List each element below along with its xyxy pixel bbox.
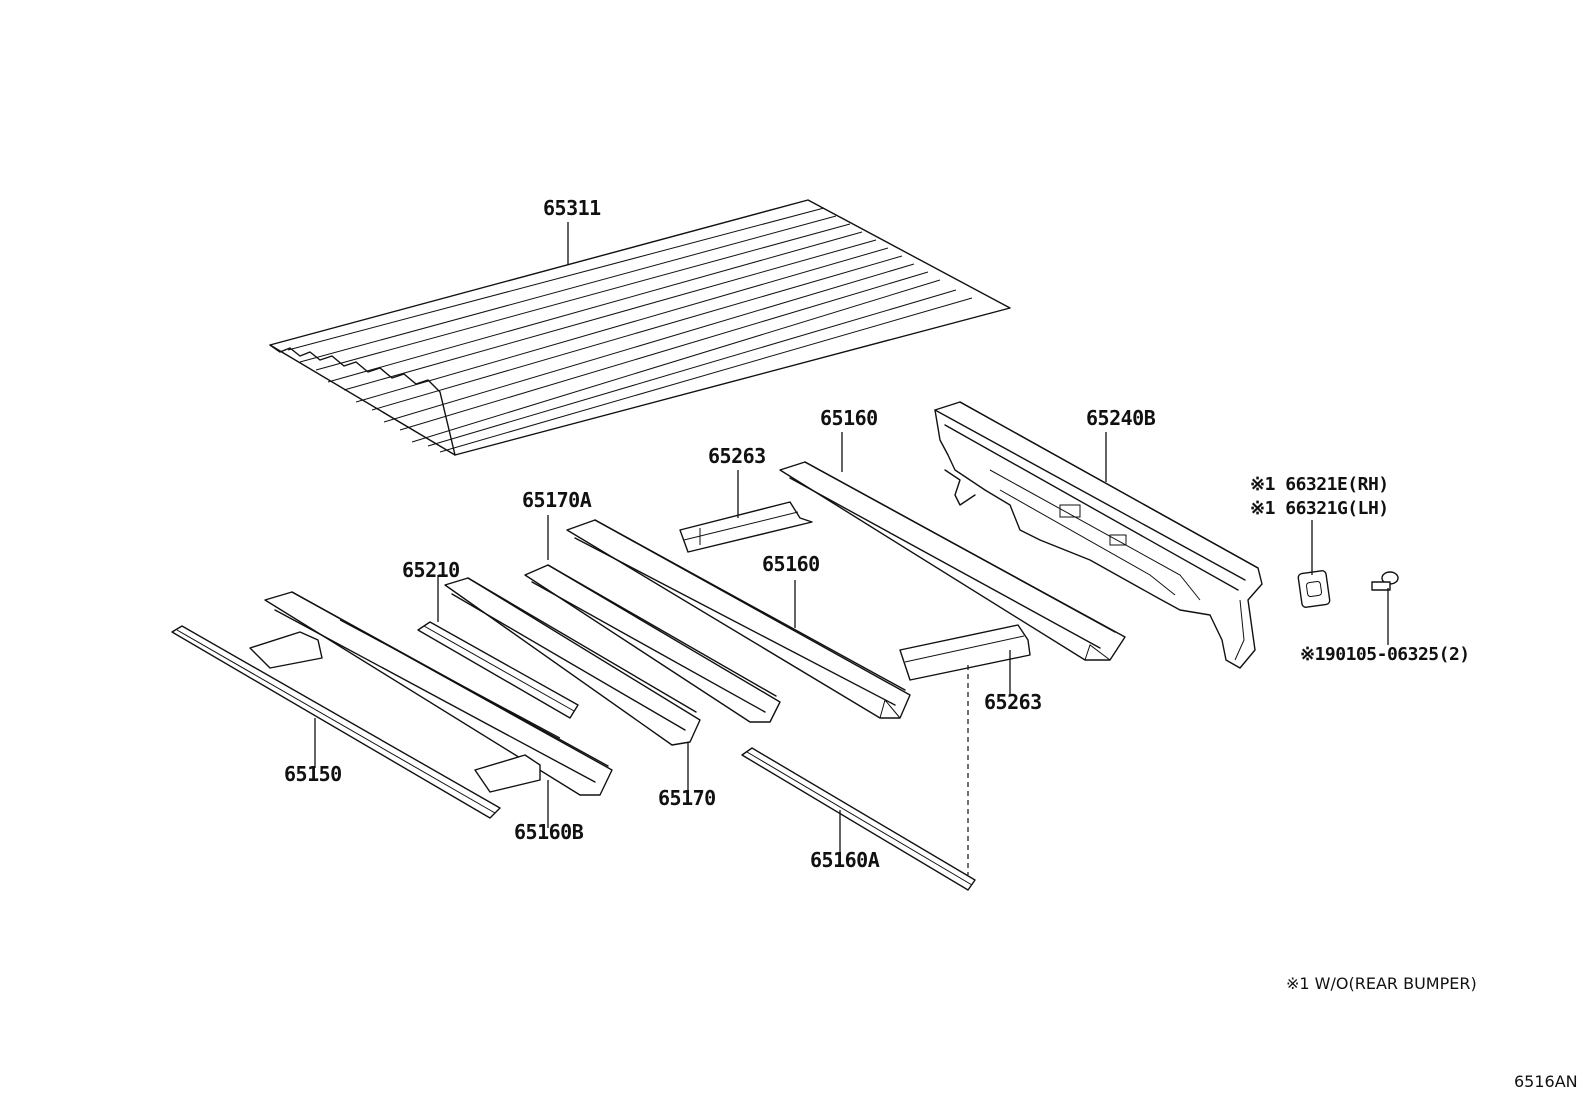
label-65311[interactable]: 65311	[543, 196, 601, 220]
part-65160-upper-crossmember[interactable]	[779, 461, 1126, 661]
label-65160B[interactable]: 65160B	[514, 820, 584, 844]
label-65240B[interactable]: 65240B	[1086, 406, 1156, 430]
part-65263-upper-bracket[interactable]	[679, 501, 813, 553]
part-65311-floor-panel[interactable]	[269, 199, 1011, 456]
label-66321G[interactable]: ※1 66321G(LH)	[1250, 498, 1389, 519]
part-65150-crossmember[interactable]	[171, 625, 501, 819]
part-65263-lower-bracket[interactable]	[899, 624, 1031, 681]
label-65150[interactable]: 65150	[284, 762, 342, 786]
part-65240B-rear-sill[interactable]	[934, 401, 1263, 669]
part-90105-bolt[interactable]	[1371, 571, 1399, 591]
part-65210-crossmember[interactable]	[417, 621, 579, 719]
part-65160A-crossmember[interactable]	[741, 747, 976, 891]
part-65170A-crossmember[interactable]	[566, 519, 911, 719]
label-65263-top[interactable]: 65263	[708, 444, 766, 468]
label-65160-top[interactable]: 65160	[820, 406, 878, 430]
diagram-code: 6516AN	[1514, 1072, 1578, 1091]
label-65263-bot[interactable]: 65263	[984, 690, 1042, 714]
label-65170[interactable]: 65170	[658, 786, 716, 810]
label-90105[interactable]: ※190105-06325(2)	[1300, 644, 1470, 665]
part-66321-rubber-pad[interactable]	[1297, 570, 1331, 608]
part-65160B-crossmember[interactable]	[249, 591, 613, 796]
label-65170A[interactable]: 65170A	[522, 488, 592, 512]
label-65210[interactable]: 65210	[402, 558, 460, 582]
label-66321E[interactable]: ※1 66321E(RH)	[1250, 474, 1389, 495]
footnote: ※1 W/O(REAR BUMPER)	[1286, 974, 1477, 993]
label-65160-mid[interactable]: 65160	[762, 552, 820, 576]
part-65170-crossmember[interactable]	[444, 564, 781, 746]
label-65160A[interactable]: 65160A	[810, 848, 880, 872]
